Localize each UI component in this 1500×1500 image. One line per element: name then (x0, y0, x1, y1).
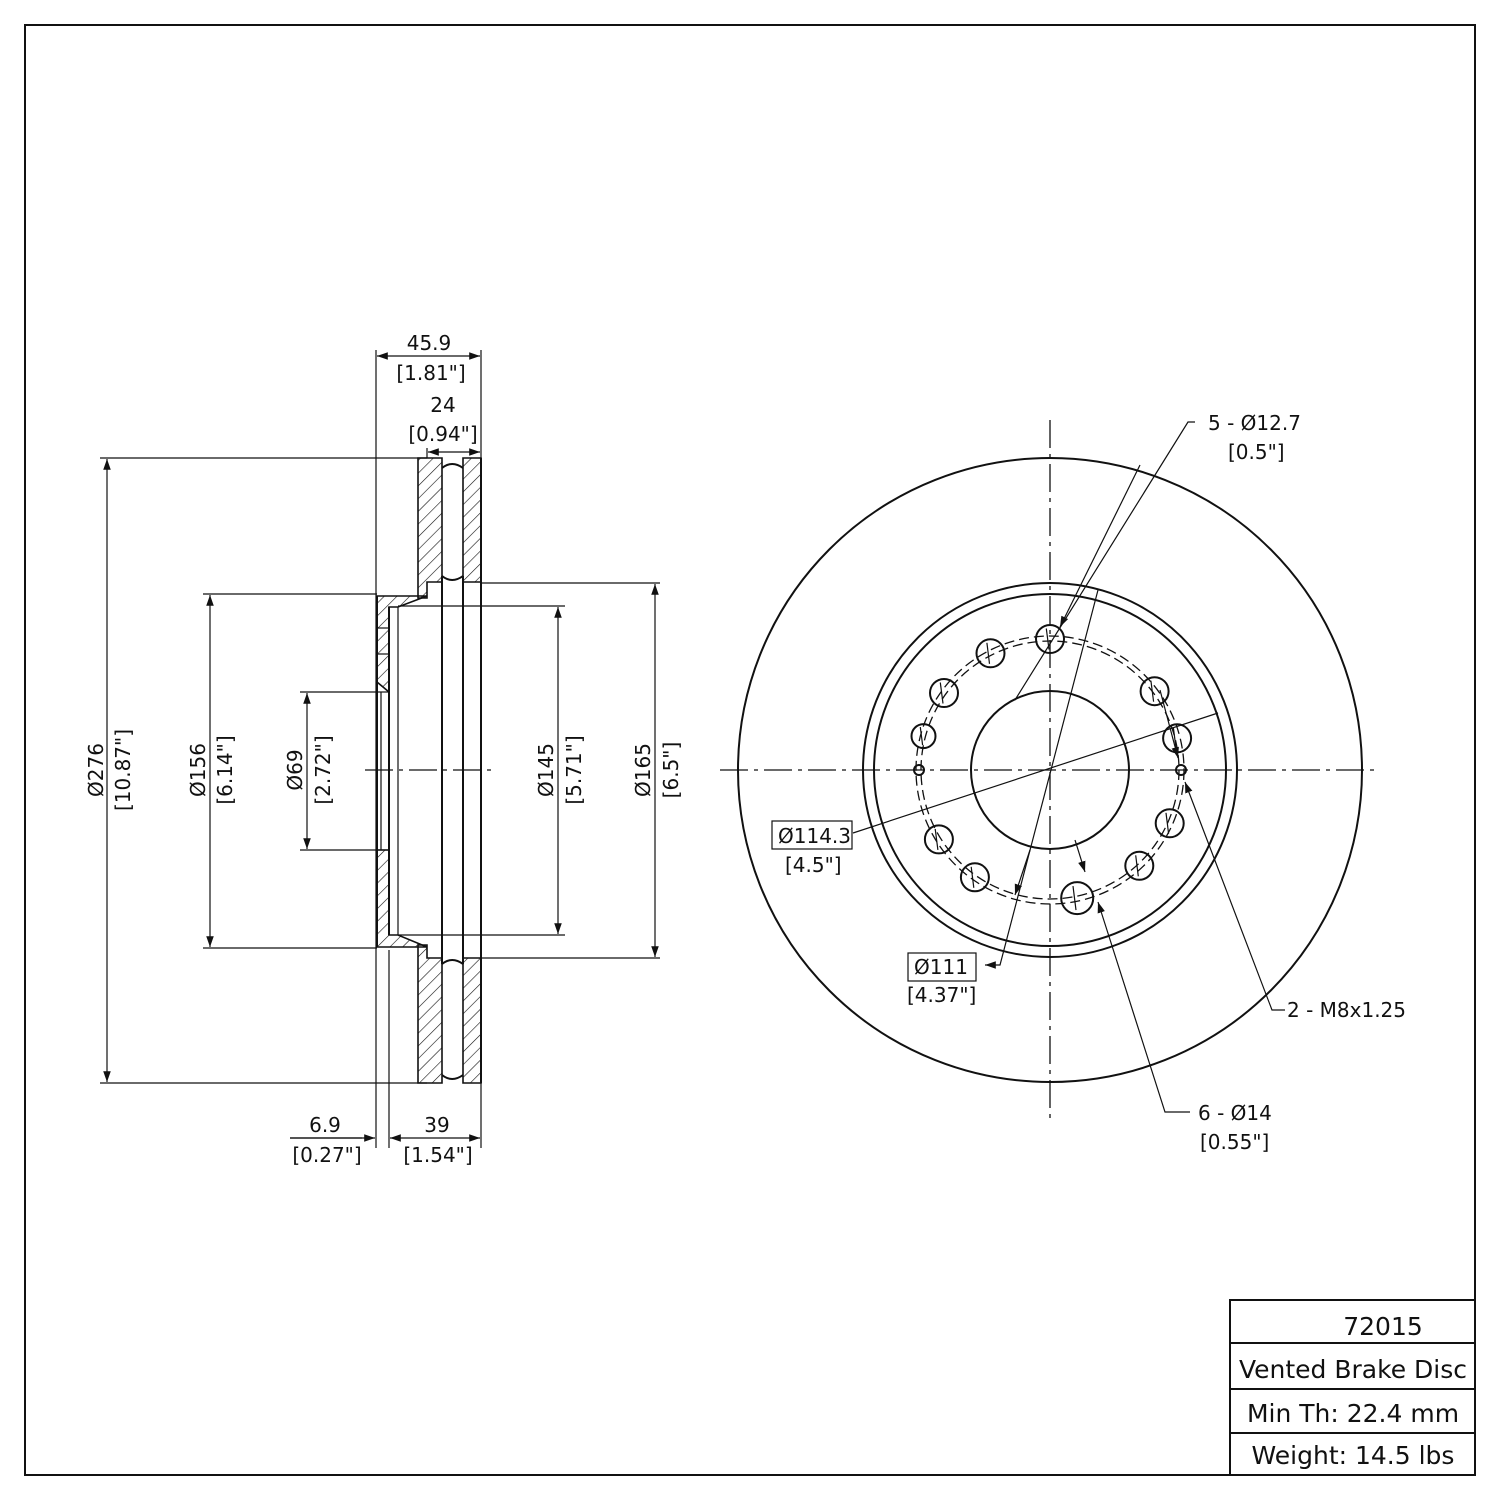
leader-stud-holes (1014, 421, 1195, 701)
alt-holes-label: 6 - Ø14 (1198, 1101, 1272, 1125)
arrow-pilot-lower (1014, 849, 1031, 896)
dim-156-in: [6.14"] (213, 735, 237, 804)
alt-holes-in: [0.55"] (1200, 1130, 1269, 1154)
dim-165-in: [6.5"] (659, 742, 683, 799)
lug-hole (929, 678, 959, 708)
dim-276-in: [10.87"] (111, 729, 135, 811)
threaded-holes-label: 2 - M8x1.25 (1287, 998, 1406, 1022)
lower-outer-plate (462, 957, 482, 1084)
lug-hole (913, 764, 925, 776)
pilot-label: Ø111 (914, 955, 968, 979)
part-number: 72015 (1343, 1312, 1423, 1341)
bolt-circle-box (771, 820, 853, 850)
lug-hole (1060, 881, 1095, 916)
dim-24-in: [0.94"] (408, 422, 477, 446)
hat-upper-wall (376, 595, 428, 694)
dim-156-mm: Ø156 (186, 743, 210, 797)
bolt-circle-in: [4.5"] (785, 853, 842, 877)
dim-6-9-in: [0.27"] (292, 1143, 361, 1167)
dim-165-mm: Ø165 (631, 743, 655, 797)
lug-hole (1175, 764, 1187, 776)
dim-39-mm: 39 (424, 1113, 449, 1137)
bolt-circle-label: Ø114.3 (778, 824, 851, 848)
stud-hole-section (376, 627, 390, 655)
lug-hole-hatch (970, 866, 975, 888)
lug-hole-hatch (1135, 855, 1139, 877)
dim-6-9-mm: 6.9 (309, 1113, 341, 1137)
lug-hole-hatch (919, 727, 924, 746)
hat-lower-wall (376, 849, 428, 948)
sheet-border (24, 24, 1476, 1476)
min-thickness: Min Th: 22.4 mm (1247, 1399, 1459, 1428)
lug-hole (1035, 624, 1065, 654)
title-block: 72015 Vented Brake Disc Min Th: 22.4 mm … (1229, 1299, 1476, 1476)
dim-24-mm: 24 (430, 393, 455, 417)
dim-39-in: [1.54"] (403, 1143, 472, 1167)
lug-hole (975, 638, 1006, 669)
pilot-box (907, 952, 977, 982)
lower-inner-plate (417, 944, 443, 1084)
lug-hole (1154, 808, 1185, 839)
lug-hole-hatch (1150, 680, 1155, 702)
lug-hole-hatch (939, 682, 944, 704)
lower-vent (441, 959, 464, 1080)
leader-alt-holes (1097, 901, 1190, 1113)
weight: Weight: 14.5 lbs (1252, 1441, 1455, 1470)
hat-inner-edge (873, 593, 1227, 947)
upper-vent (441, 463, 464, 581)
stud-holes-in: [0.5"] (1228, 440, 1285, 464)
dim-69-in: [2.72"] (311, 735, 335, 804)
lug-hole-hatch (1072, 886, 1077, 911)
dim-45-in: [1.81"] (396, 361, 465, 385)
center-bore-edge (970, 690, 1130, 850)
lug-hole-hatch (986, 642, 991, 664)
lug-hole (923, 824, 954, 855)
leader-pilot (985, 589, 1099, 969)
bolt-circle (920, 640, 1180, 900)
lug-hole (910, 723, 937, 750)
dim-145-mm: Ø145 (534, 743, 558, 797)
lug-hole-hatch (1172, 727, 1177, 749)
lug-hole-hatch (934, 828, 939, 850)
leader-bolt-circle (852, 712, 1219, 834)
lug-hole (1139, 676, 1170, 707)
bolt-circle-outer (915, 635, 1185, 905)
dim-69-mm: Ø69 (283, 749, 307, 790)
lug-hole (959, 862, 990, 893)
title-block-frame (1229, 1299, 1476, 1476)
arrow-threaded-upper (1159, 689, 1179, 759)
upper-outer-plate (462, 457, 482, 583)
lug-hole-hatch (1165, 812, 1170, 834)
rotor-outer-edge (737, 457, 1363, 1083)
lug-hole (1124, 850, 1155, 881)
dim-145-in: [5.71"] (562, 735, 586, 804)
dim-276-mm: Ø276 (84, 743, 108, 797)
pilot-in: [4.37"] (907, 983, 976, 1007)
hat-outer-edge (862, 582, 1238, 958)
arrow-stud-holes (1059, 464, 1141, 628)
arrow-alt-holes-upper (1074, 839, 1086, 873)
dim-45-mm: 45.9 (407, 331, 452, 355)
stud-holes-label: 5 - Ø12.7 (1208, 411, 1301, 435)
side-view: 45.9 [1.81"] 24 [0.94"] Ø276 [10.87"] Ø1… (84, 331, 683, 1167)
part-description: Vented Brake Disc (1239, 1355, 1467, 1384)
leader-threaded (1184, 781, 1285, 1011)
front-view: 5 - Ø12.7 [0.5"] Ø114.3 [4.5"] Ø111 [4.3… (720, 411, 1406, 1154)
upper-inner-plate (417, 457, 443, 599)
